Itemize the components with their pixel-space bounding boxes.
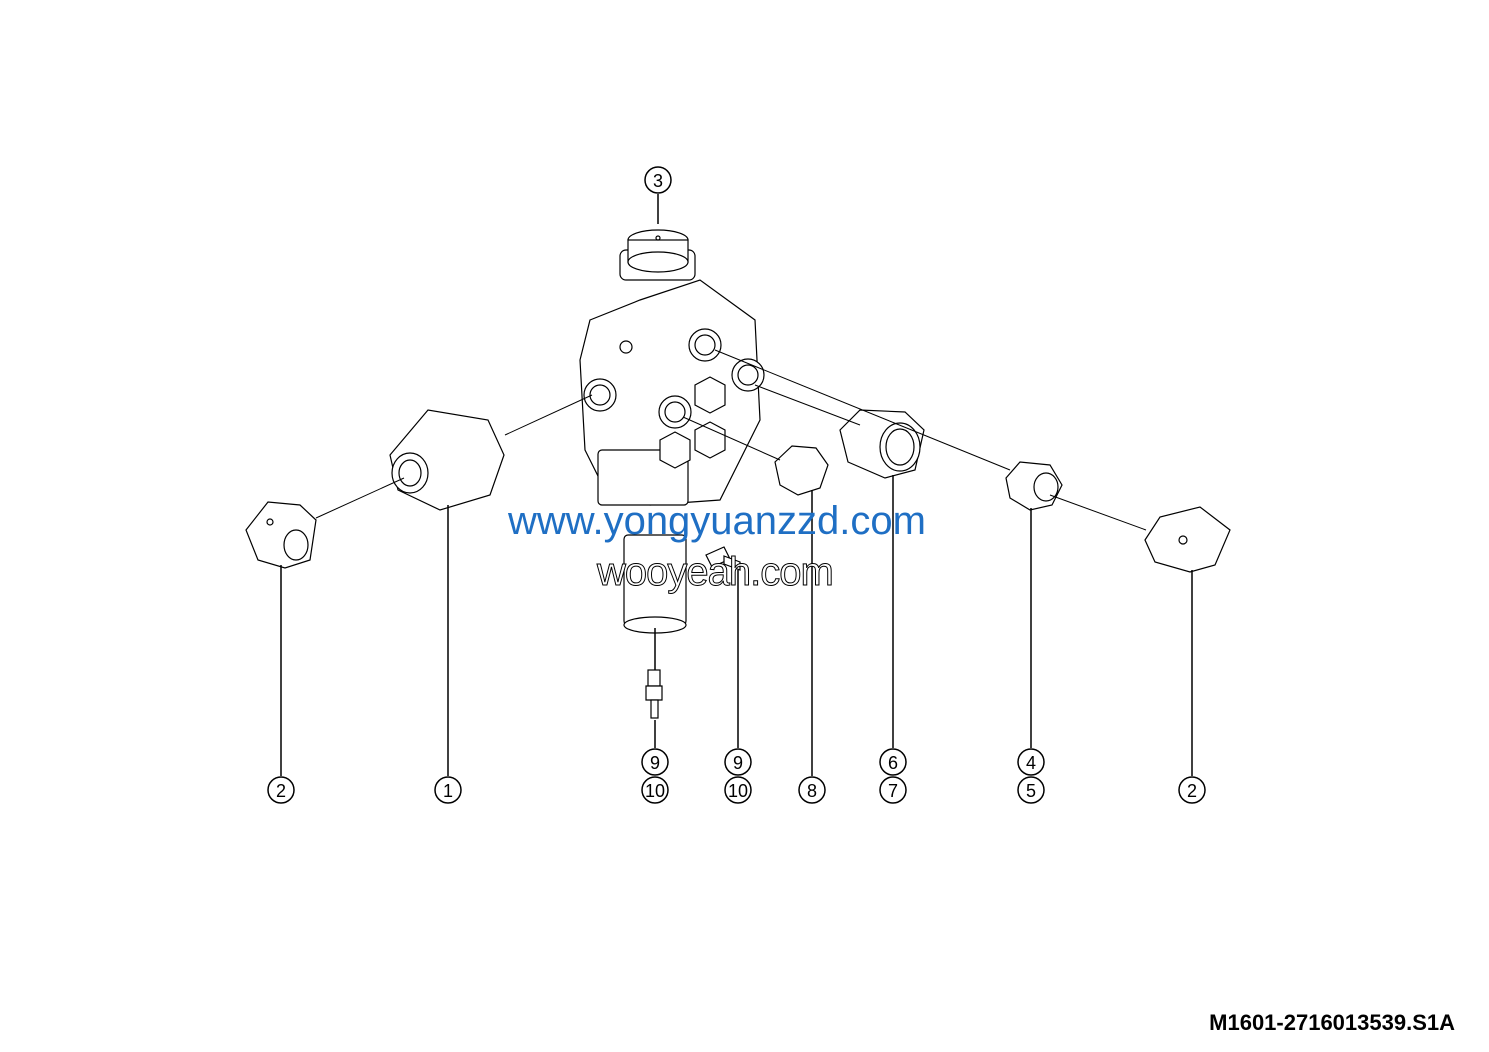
svg-text:1: 1 xyxy=(443,781,453,801)
svg-text:6: 6 xyxy=(888,753,898,773)
svg-text:8: 8 xyxy=(807,781,817,801)
part-2-elbow-right xyxy=(1144,506,1231,573)
svg-text:9: 9 xyxy=(650,753,660,773)
watermark-black: wooyeah.com xyxy=(597,550,835,595)
part-8-plug xyxy=(774,445,829,496)
callout-6: 6 xyxy=(879,748,907,776)
callout-10-b: 10 xyxy=(724,776,752,804)
part-1-union-nut xyxy=(389,409,505,511)
leader-lines xyxy=(280,194,1193,776)
svg-text:10: 10 xyxy=(645,781,665,801)
callout-7: 7 xyxy=(879,776,907,804)
assembly-lines xyxy=(315,349,1147,531)
svg-text:10: 10 xyxy=(728,781,748,801)
watermark-blue: www.yongyuanzzd.com xyxy=(508,499,926,543)
callout-4: 4 xyxy=(1017,748,1045,776)
valve-body xyxy=(579,229,765,506)
svg-text:3: 3 xyxy=(653,171,663,191)
svg-text:5: 5 xyxy=(1026,781,1036,801)
svg-text:2: 2 xyxy=(276,781,286,801)
svg-text:4: 4 xyxy=(1026,753,1036,773)
callout-5: 5 xyxy=(1017,776,1045,804)
callout-8: 8 xyxy=(798,776,826,804)
callout-9-b: 9 xyxy=(724,748,752,776)
svg-text:2: 2 xyxy=(1187,781,1197,801)
part-6-7-adapter xyxy=(839,409,925,479)
part-4-5-adapter xyxy=(1005,461,1063,511)
callout-2-right: 2 xyxy=(1178,776,1206,804)
svg-text:7: 7 xyxy=(888,781,898,801)
callout-9-a: 9 xyxy=(641,748,669,776)
callout-10-a: 10 xyxy=(641,776,669,804)
drawing-code: M1601-2716013539.S1A xyxy=(1209,1010,1455,1035)
part-2-elbow-left xyxy=(245,501,317,569)
callout-3: 3 xyxy=(644,166,672,194)
svg-text:9: 9 xyxy=(733,753,743,773)
callout-2-left: 2 xyxy=(267,776,295,804)
solenoid-cartridge xyxy=(623,534,687,719)
sensor-fitting xyxy=(705,546,741,571)
callout-1: 1 xyxy=(434,776,462,804)
